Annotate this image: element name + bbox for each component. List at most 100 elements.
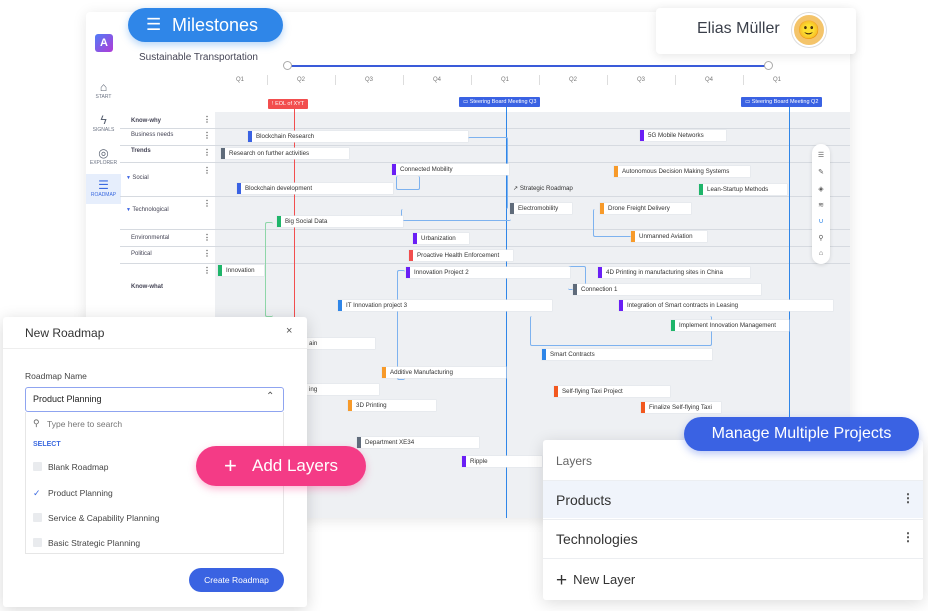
roadmap-item[interactable]: Drone Freight Delivery — [600, 203, 691, 214]
milestone-eol[interactable]: ! EOL of XYT — [268, 99, 309, 109]
sidebar-item-explorer[interactable]: ◎EXPLORER — [86, 146, 121, 166]
close-icon[interactable]: × — [286, 325, 293, 337]
roadmap-item[interactable]: Lean-Startup Methods — [699, 184, 787, 195]
row-menu-icon[interactable]: ⋮ — [203, 115, 211, 124]
plus-icon: + — [556, 570, 568, 591]
roadmap-item[interactable]: Proactive Health Enforcement — [409, 250, 513, 261]
roadmap-item[interactable]: Ripple — [462, 456, 542, 467]
check-icon[interactable]: ✓ — [33, 488, 41, 498]
dependency-link — [530, 316, 712, 346]
row-menu-icon[interactable]: ⋮ — [203, 199, 211, 208]
roadmap-item[interactable]: Unmanned Aviation — [631, 231, 707, 242]
calendar-icon: ▭ — [745, 99, 751, 105]
add-layers-button[interactable]: +Add Layers — [196, 446, 366, 486]
roadmap-item[interactable]: 3D Printing — [348, 400, 436, 411]
row-menu-icon[interactable]: ⋮ — [203, 166, 211, 175]
quarter-divider — [335, 75, 336, 85]
option-service-capability[interactable]: Service & Capability Planning — [33, 513, 160, 523]
milestone-steering-q2[interactable]: ▭ Steering Board Meeting Q2 — [741, 97, 823, 107]
roadmap-type-select[interactable] — [25, 387, 284, 412]
row-menu-icon[interactable]: ⋮ — [203, 233, 211, 242]
row-label-environmental: Environmental — [131, 235, 170, 241]
roadmap-item[interactable]: Finalize Self-flying Taxi — [641, 402, 721, 413]
option-product-planning[interactable]: ✓Product Planning — [33, 488, 113, 498]
roadmap-item[interactable]: Research on further activities — [221, 148, 349, 159]
roadmap-item[interactable]: Big Social Data — [277, 216, 403, 227]
option-blank-roadmap[interactable]: Blank Roadmap — [33, 462, 108, 472]
quarter-label: Q2 — [569, 77, 578, 83]
home-icon: ⌂ — [99, 80, 108, 94]
roadmap-item[interactable]: IT Innovation project 3 — [338, 300, 552, 311]
caret-down-icon: ▼ — [126, 207, 133, 213]
roadmap-item[interactable]: ing — [307, 384, 379, 395]
roadmap-item[interactable]: 4D Printing in manufacturing sites in Ch… — [598, 267, 750, 278]
row-divider — [120, 263, 850, 264]
row-label-technological[interactable]: ▼ Technological — [126, 207, 169, 213]
roadmap-item[interactable]: Innovation — [218, 265, 264, 276]
layer-row-technologies[interactable] — [543, 519, 923, 557]
quarter-label: Q3 — [637, 77, 646, 83]
robot-icon[interactable]: ⌂ — [818, 250, 824, 257]
roadmap-item[interactable]: Innovation Project 2 — [406, 267, 570, 278]
manage-projects-button[interactable]: Manage Multiple Projects — [684, 417, 919, 451]
row-menu-icon[interactable]: ⋮ — [203, 131, 211, 140]
sidebar-item-roadmap[interactable]: ☰ROADMAP — [86, 174, 121, 204]
row-menu-icon[interactable]: ⋮ — [203, 266, 211, 275]
roadmap-item[interactable]: ↗ Strategic Roadmap — [513, 185, 573, 192]
dependency-link — [593, 209, 637, 237]
chevron-up-icon[interactable]: ⌃ — [266, 391, 275, 402]
app-logo: A — [95, 34, 113, 52]
layer-label: Products — [556, 492, 612, 508]
roadmap-item[interactable]: Integration of Smart contracts in Leasin… — [619, 300, 833, 311]
roadmap-item[interactable]: Connected Mobility — [392, 164, 509, 175]
sliders-icon: ☰ — [146, 15, 162, 34]
layer-row-products[interactable] — [543, 480, 923, 518]
checkbox[interactable] — [33, 538, 42, 547]
divider — [543, 558, 923, 559]
milestone-steering-q3[interactable]: ▭ Steering Board Meeting Q3 — [459, 97, 541, 107]
roadmap-item[interactable]: ain — [307, 338, 375, 349]
warning-icon: ! — [272, 101, 274, 107]
roadmap-item[interactable]: Self-flying Taxi Project — [554, 386, 670, 397]
roadmap-item[interactable]: Additive Manufacturing — [382, 367, 506, 378]
more-vertical-icon[interactable]: ⋮ — [902, 530, 914, 544]
quarter-divider — [607, 75, 608, 85]
roadmap-item[interactable]: Urbanization — [413, 233, 469, 244]
milestones-button[interactable]: ☰Milestones — [128, 8, 283, 42]
roadmap-item[interactable]: Connection 1 — [573, 284, 761, 295]
quarter-label: Q1 — [501, 77, 510, 83]
lightning-icon: ϟ — [100, 113, 107, 127]
sidebar-item-start[interactable]: ⌂START — [86, 80, 121, 100]
timeline-handle-start[interactable] — [283, 61, 292, 70]
avatar[interactable]: 🙂 — [792, 13, 826, 47]
list-icon[interactable]: ☰ — [817, 152, 825, 159]
roadmap-item[interactable]: Electromobility — [510, 203, 572, 214]
pencil-icon[interactable]: ✎ — [818, 169, 824, 176]
search-input[interactable] — [47, 419, 247, 429]
stack-icon[interactable]: ≋ — [818, 202, 824, 209]
layers-icon[interactable]: ◈ — [818, 186, 824, 193]
option-basic-strategic[interactable]: Basic Strategic Planning — [33, 538, 140, 548]
roadmap-item[interactable]: Department XE34 — [357, 437, 479, 448]
roadmap-item[interactable]: 5G Mobile Networks — [640, 130, 726, 141]
dependency-link — [401, 209, 511, 221]
roadmap-item[interactable]: Blockchain Research — [248, 131, 468, 142]
magnet-icon[interactable]: ∪ — [818, 218, 824, 225]
roadmap-item[interactable]: Smart Contracts — [542, 349, 712, 360]
roadmap-item[interactable]: Autonomous Decision Making Systems — [614, 166, 750, 177]
row-label-social[interactable]: ▼ Social — [126, 175, 149, 181]
roadmap-item[interactable]: Implement Innovation Management — [671, 320, 789, 331]
row-menu-icon[interactable]: ⋮ — [203, 148, 211, 157]
milestone-line-q3 — [506, 106, 507, 518]
create-roadmap-button[interactable]: Create Roadmap — [189, 568, 284, 592]
roadmap-item[interactable]: Blockchain development — [237, 183, 393, 194]
search-settings-icon[interactable]: ⚲ — [818, 235, 824, 242]
timeline-handle-end[interactable] — [764, 61, 773, 70]
checkbox[interactable] — [33, 513, 42, 522]
timeline-range[interactable] — [287, 65, 767, 67]
checkbox[interactable] — [33, 462, 42, 471]
more-vertical-icon[interactable]: ⋮ — [902, 491, 914, 505]
new-layer-button[interactable]: +New Layer — [556, 570, 636, 591]
row-menu-icon[interactable]: ⋮ — [203, 249, 211, 258]
